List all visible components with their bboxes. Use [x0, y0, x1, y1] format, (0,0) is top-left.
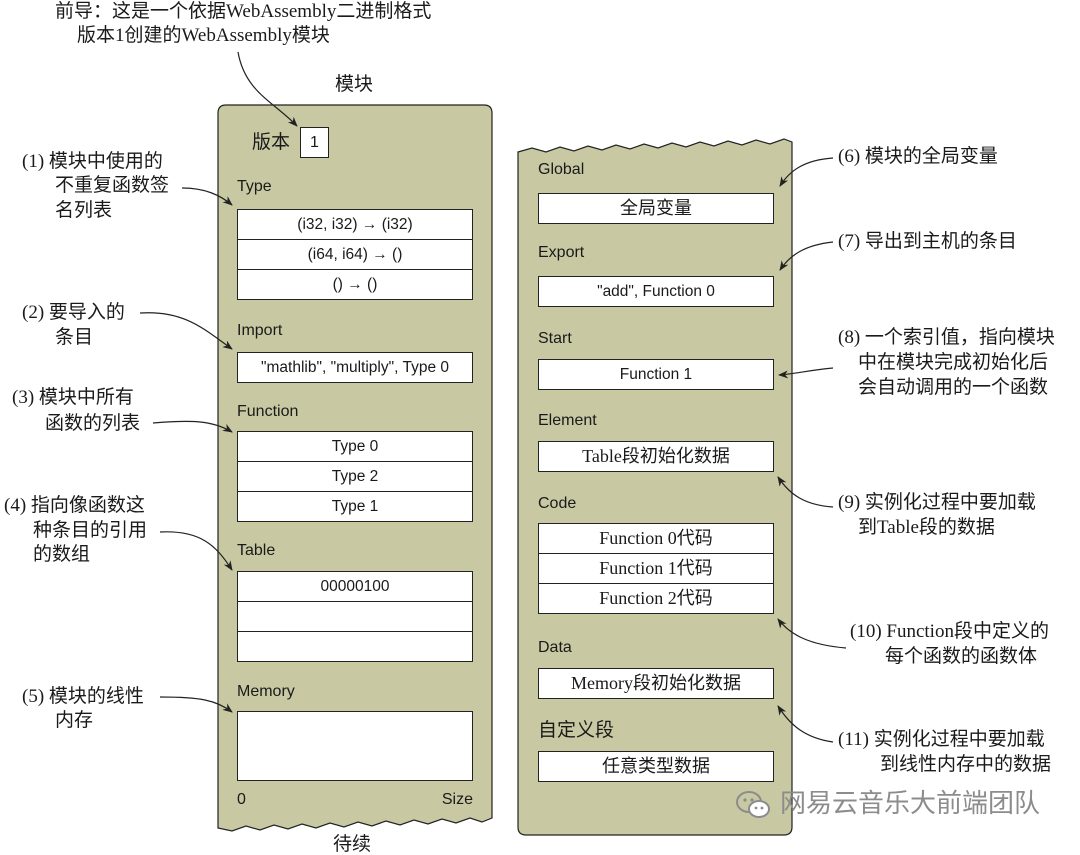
import-section-table: "mathlib", "multiply", Type 0: [237, 352, 473, 383]
function-row: Type 2: [238, 462, 472, 492]
global-section-table: 全局变量: [538, 193, 774, 224]
annotation-2-arrow: [139, 312, 233, 350]
global-section-title: Global: [538, 161, 585, 178]
annotation-10-line: (10) Function段中定义的: [850, 621, 1049, 642]
import-row: "mathlib", "multiply", Type 0: [261, 359, 449, 376]
table-section-title: Table: [237, 542, 276, 559]
custom-section-table: 任意类型数据: [538, 751, 774, 782]
annotation-1-arrow: [181, 187, 233, 206]
function-section-table: Type 0 Type 2 Type 1: [237, 431, 473, 522]
memory-range-end: Size: [441, 791, 473, 808]
data-row: Memory段初始化数据: [571, 673, 741, 693]
annotation-3-arrow: [152, 420, 233, 433]
start-section-title: Start: [538, 330, 572, 347]
global-row: 全局变量: [620, 198, 692, 218]
data-section-table: Memory段初始化数据: [538, 668, 774, 699]
annotation-3-line: 函数的列表: [45, 413, 141, 434]
annotation-10-arrow: [777, 618, 847, 649]
continued-label: 待续: [333, 834, 372, 855]
data-section-title: Data: [538, 639, 572, 656]
annotation-9-arrow: [777, 476, 834, 508]
start-row: Function 1: [619, 366, 693, 383]
wechat-icon: [736, 791, 770, 818]
type-row: (i64, i64) → (): [238, 240, 472, 270]
annotation-6-arrow: [779, 157, 834, 187]
annotation-9-line: 到Table段的数据: [858, 517, 995, 538]
function-row: Type 1: [331, 498, 379, 515]
custom-section-title: 自定义段: [538, 720, 615, 741]
annotation-2-line: (2) 要导入的: [22, 302, 125, 323]
type-section-title: Type: [237, 178, 272, 195]
annotation-8-arrow: [778, 367, 834, 379]
element-section-title: Element: [538, 412, 597, 429]
type-row: () → (): [332, 276, 378, 293]
element-row: Table段初始化数据: [582, 446, 730, 466]
annotation-1-line: 名列表: [55, 200, 113, 221]
annotation-1-line: 不重复函数签: [55, 175, 170, 196]
annotation-5-line: 内存: [55, 710, 94, 731]
intro-note-line-1: 前导：这是一个依据WebAssembly二进制格式: [55, 1, 432, 22]
annotation-5-arrow: [159, 696, 233, 713]
code-row: Function 0代码: [539, 524, 773, 554]
annotation-3-line: (3) 模块中所有: [12, 387, 134, 408]
annotation-8-line: 中在模块完成初始化后: [858, 352, 1049, 373]
annotation-11-line: 到线性内存中的数据: [880, 754, 1052, 775]
import-section-title: Import: [237, 322, 283, 339]
element-section-table: Table段初始化数据: [538, 441, 774, 472]
code-section-title: Code: [538, 495, 577, 512]
annotation-1-line: (1) 模块中使用的: [22, 151, 163, 172]
annotation-11-arrow: [777, 705, 834, 743]
export-section-table: "add", Function 0: [538, 276, 774, 307]
table-row: [238, 602, 472, 632]
annotation-7-line: (7) 导出到主机的条目: [838, 231, 1017, 252]
annotation-9-line: (9) 实例化过程中要加载: [838, 492, 1036, 513]
module-label: 模块: [335, 74, 374, 95]
annotation-10-line: 每个函数的函数体: [885, 646, 1038, 667]
watermark-text: 网易云音乐大前端团队: [780, 789, 1041, 819]
type-section-table: (i32, i32) → (i32) (i64, i64) → () () → …: [237, 209, 473, 300]
annotation-8-line: (8) 一个索引值，指向模块: [838, 327, 1055, 348]
annotation-4-arrow: [159, 531, 233, 571]
annotation-4-line: (4) 指向像函数这: [4, 495, 145, 516]
code-row: Function 2代码: [599, 588, 713, 608]
annotation-7-arrow: [779, 241, 834, 271]
version-value-box: 1: [300, 127, 329, 158]
annotation-4-line: 的数组: [33, 544, 91, 565]
custom-row: 任意类型数据: [602, 756, 710, 776]
export-row: "add", Function 0: [597, 283, 715, 300]
annotation-8-line: 会自动调用的一个函数: [858, 377, 1049, 398]
intro-note-line-2: 版本1创建的WebAssembly模块: [77, 25, 330, 46]
annotation-2-line: 条目: [55, 327, 94, 348]
start-section-table: Function 1: [538, 359, 774, 390]
version-label: 版本: [252, 132, 291, 153]
memory-section-title: Memory: [237, 683, 295, 700]
annotation-6-line: (6) 模块的全局变量: [838, 146, 998, 167]
code-row: Function 1代码: [539, 554, 773, 584]
type-row: (i32, i32) → (i32): [238, 210, 472, 240]
table-row: 00000100: [238, 572, 472, 602]
code-section-table: Function 0代码 Function 1代码 Function 2代码: [538, 523, 774, 614]
annotation-5-line: (5) 模块的线性: [22, 686, 144, 707]
memory-size-axis: 0 Size: [237, 790, 473, 810]
function-row: Type 0: [238, 432, 472, 462]
memory-section-box: [237, 711, 473, 781]
intro-note-arrow: [237, 51, 298, 127]
annotation-11-line: (11) 实例化过程中要加载: [838, 729, 1045, 750]
function-section-title: Function: [237, 403, 299, 420]
module-panel-right: [517, 138, 793, 836]
annotation-4-line: 种条目的引用: [33, 520, 148, 541]
table-section-table: 00000100: [237, 571, 473, 662]
memory-range-start: 0: [237, 791, 246, 808]
export-section-title: Export: [538, 244, 585, 261]
